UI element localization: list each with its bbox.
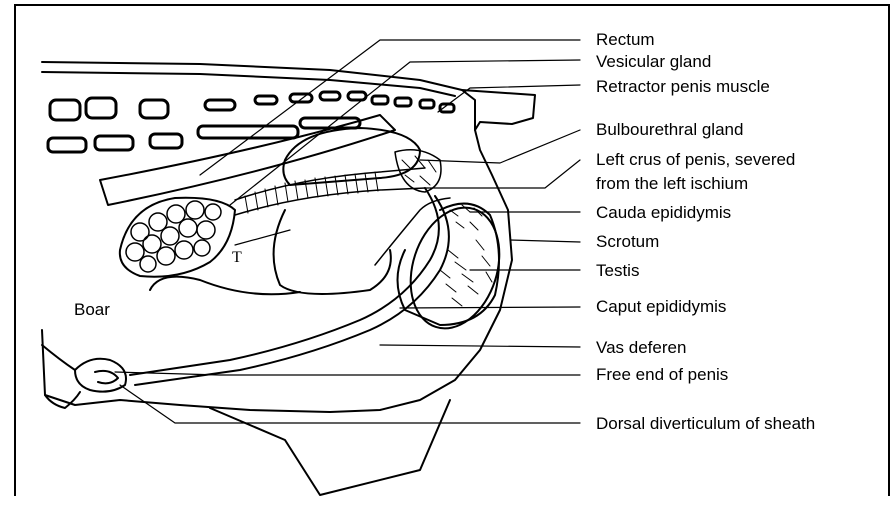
body-outline [42,62,512,412]
leader-left-crus [425,160,580,188]
label-caput-epididymis: Caput epididymis [596,297,726,317]
vertebrae-row-lower [48,118,360,152]
bulbourethral-gland [395,150,441,192]
label-boar: Boar [74,300,110,320]
label-free-end-of-penis: Free end of penis [596,365,728,385]
label-vas-deferen: Vas deferen [596,338,686,358]
vesicular-gland-cluster [120,198,235,277]
label-retractor-penis-muscle: Retractor penis muscle [596,77,770,97]
label-dorsal-diverticulum: Dorsal diverticulum of sheath [596,414,815,434]
tail-base [462,90,535,130]
leader-vas-deferen [380,345,580,347]
label-left-crus-line2: from the left ischium [596,174,748,194]
label-scrotum: Scrotum [596,232,659,252]
testis-tubule-hatching [440,240,492,306]
label-left-crus-line1: Left crus of penis, severed [596,150,795,170]
penis-shaft-upper [130,188,439,375]
vertebrae-row-upper [50,92,454,120]
belly-line [42,345,80,408]
sigmoid-flexure [274,210,391,294]
leader-bulbourethral [420,130,580,163]
sheath-outline [75,359,126,392]
label-bulbourethral-gland: Bulbourethral gland [596,120,743,140]
leader-dorsal-diverticulum [120,385,580,423]
label-vesicular-gland: Vesicular gland [596,52,711,72]
label-testis: Testis [596,261,639,281]
leader-free-end [115,372,580,375]
leader-scrotum [510,240,580,242]
leader-t-marker [235,230,290,245]
preputial-opening [95,371,118,383]
sigmoid-marker: T [232,249,242,266]
hind-leg [210,400,450,495]
label-cauda-epididymis: Cauda epididymis [596,203,731,223]
label-rectum: Rectum [596,30,655,50]
leader-vesicular-gland [230,60,580,205]
leader-caput [400,307,580,308]
